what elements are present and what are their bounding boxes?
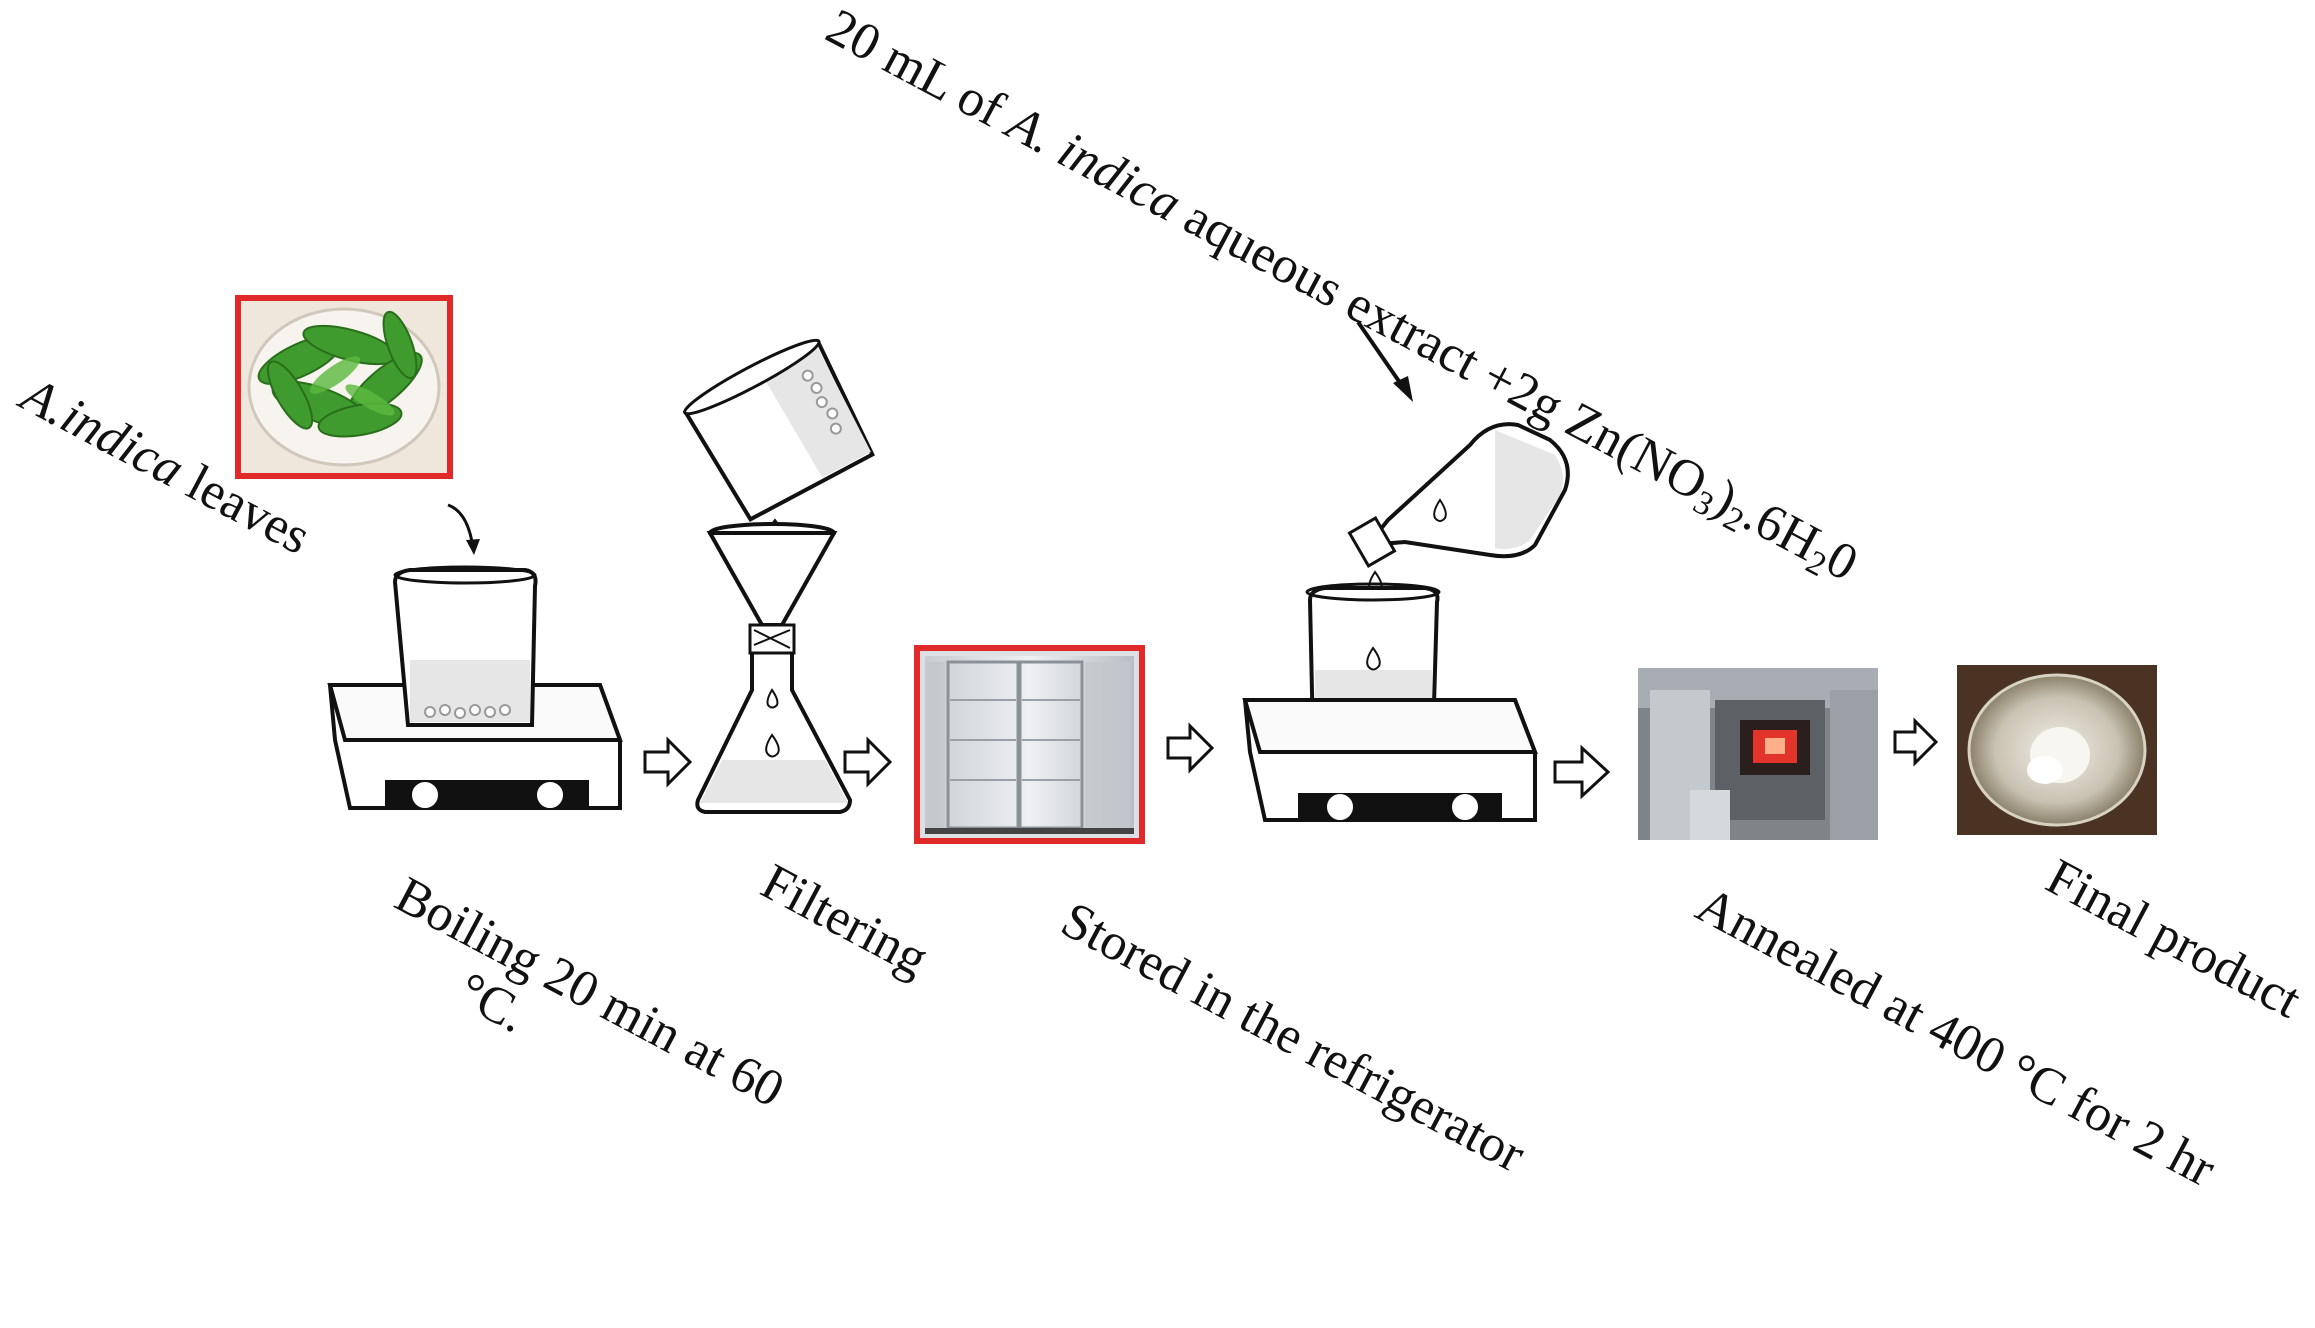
pouring-flask [1347, 422, 1570, 569]
straight-arrow-head-icon [1393, 376, 1413, 402]
straight-arrow-icon [1356, 320, 1407, 392]
process-arrow-2-icon [843, 736, 893, 788]
pouring-beaker [682, 338, 875, 522]
hot-plate-mixing [1242, 698, 1538, 822]
furnace-photo [1638, 668, 1878, 840]
neem-leaves-photo [235, 295, 453, 479]
beaker-boiling [392, 565, 538, 727]
process-arrow-4-icon [1553, 744, 1611, 800]
refrigerator-photo [914, 645, 1145, 844]
process-arrow-1-icon [643, 736, 693, 788]
curved-arrow-head-icon [466, 539, 480, 555]
process-arrow-3-icon [1166, 722, 1215, 774]
conical-flask [695, 623, 853, 814]
process-arrow-5-icon [1893, 717, 1939, 767]
hot-plate-boiling [327, 683, 623, 810]
final-product-photo [1957, 665, 2157, 835]
